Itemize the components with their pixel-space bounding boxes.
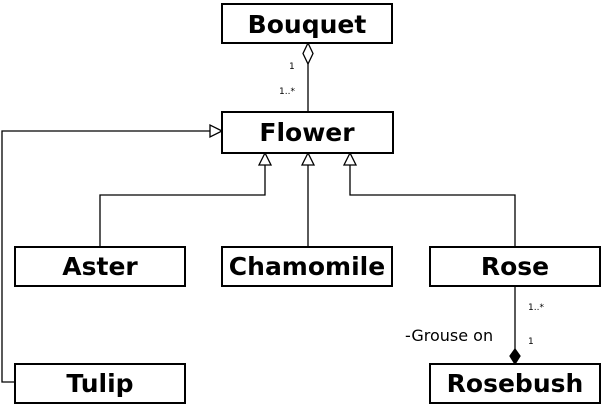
class-chamomile: Chamomile: [221, 246, 393, 287]
aggregation-diamond-icon: [302, 41, 314, 66]
class-name-rosebush: Rosebush: [447, 369, 584, 398]
class-box: [429, 363, 601, 404]
generalization-tulip-flower: [1, 123, 224, 383]
aggregation-bouquet-flower: [302, 41, 314, 112]
class-rosebush: Rosebush: [429, 363, 601, 404]
class-tulip: Tulip: [14, 363, 186, 404]
class-flower: Flower: [221, 111, 394, 154]
class-aster: Aster: [14, 246, 186, 287]
composition-diamond-icon: [509, 347, 521, 366]
class-name-rose: Rose: [481, 252, 549, 281]
generalization-aster-flower: [99, 151, 273, 247]
class-name-chamomile: Chamomile: [229, 252, 385, 281]
multiplicity-flower: 1..*: [279, 87, 295, 97]
class-box: [221, 246, 393, 287]
class-name-bouquet: Bouquet: [248, 10, 367, 39]
role-label: -Grouse on: [405, 326, 493, 345]
multiplicity-rosebush: 1: [528, 337, 534, 347]
class-box: [14, 363, 186, 404]
inheritance-arrow-icon: [209, 123, 224, 139]
class-name-flower: Flower: [259, 118, 355, 147]
multiplicity-rose: 1..*: [528, 303, 544, 313]
class-rose: Rose: [429, 246, 601, 287]
generalization-line-tulip: [1, 130, 210, 383]
generalization-chamomile-flower: [300, 151, 316, 247]
generalization-line-rose: [349, 165, 516, 247]
multiplicity-bouquet: 1: [289, 62, 295, 72]
class-name-tulip: Tulip: [66, 369, 133, 398]
generalization-rose-flower: [342, 151, 516, 247]
class-box: [221, 3, 393, 44]
class-box: [429, 246, 601, 287]
inheritance-arrow-icon: [342, 151, 358, 166]
class-bouquet: Bouquet: [221, 3, 393, 44]
class-box: [14, 246, 186, 287]
generalization-line-aster: [99, 165, 266, 247]
inheritance-arrow-icon: [300, 151, 316, 166]
class-name-aster: Aster: [62, 252, 138, 281]
composition-rose-rosebush: [509, 286, 521, 366]
inheritance-arrow-icon: [257, 151, 273, 166]
class-box: [221, 111, 394, 154]
